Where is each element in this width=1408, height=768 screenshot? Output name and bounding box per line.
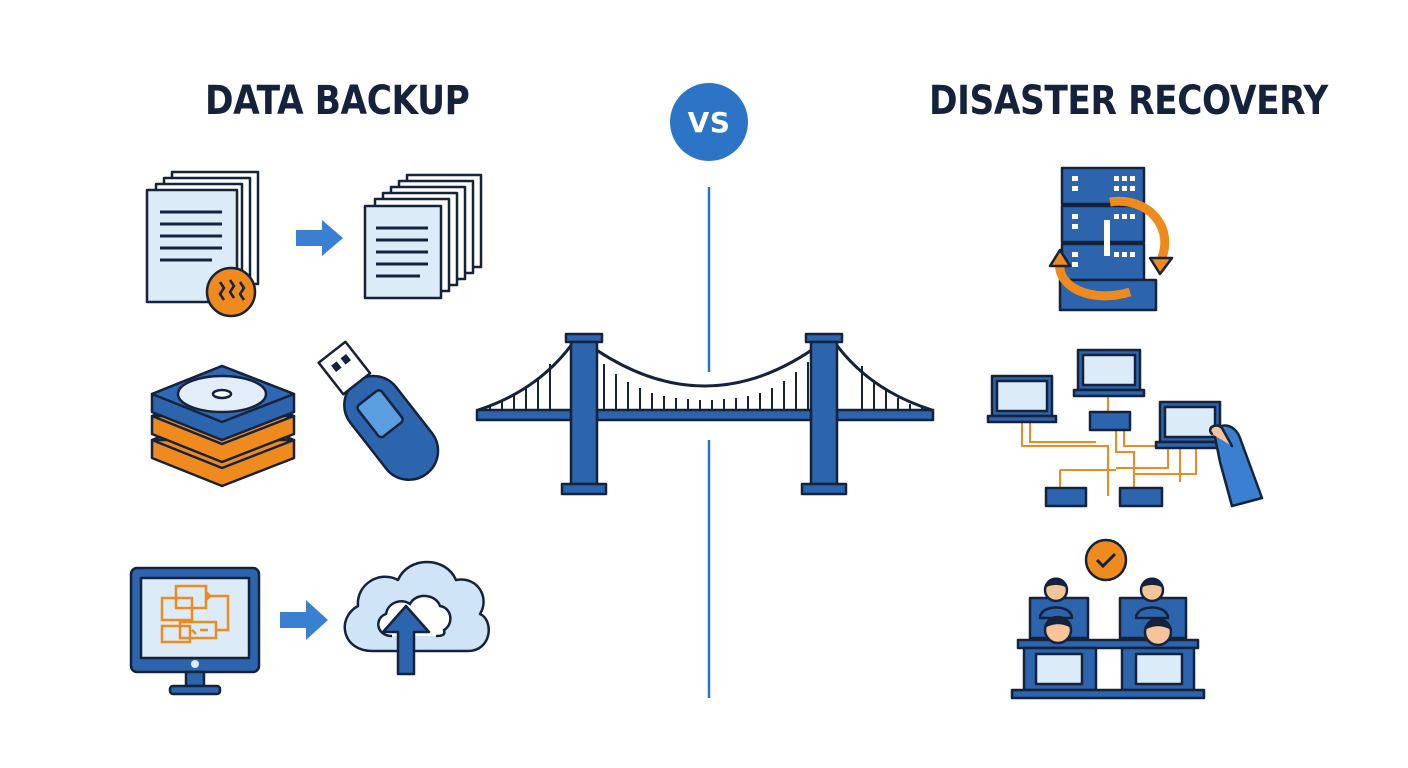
- document-stack-icon: [363, 173, 483, 300]
- recovery-team-icon: [1010, 538, 1206, 700]
- hard-drive-stack-icon: [150, 364, 296, 488]
- document-copy-icon: [145, 170, 260, 318]
- data-backup-heading: DATA BACKUP: [205, 78, 470, 124]
- usb-drive-icon: [317, 340, 440, 481]
- server-failover-icon: [1048, 166, 1174, 312]
- disaster-recovery-heading: DISASTER RECOVERY: [929, 78, 1328, 124]
- monitor-sync-icon: [129, 566, 261, 696]
- network-topology-icon: [986, 348, 1264, 508]
- cloud-upload-icon: [343, 560, 490, 676]
- vs-badge: VS: [670, 83, 748, 161]
- arrow-right-icon: [280, 600, 328, 640]
- suspension-bridge-icon: [475, 332, 935, 496]
- arrow-right-icon: [296, 220, 343, 256]
